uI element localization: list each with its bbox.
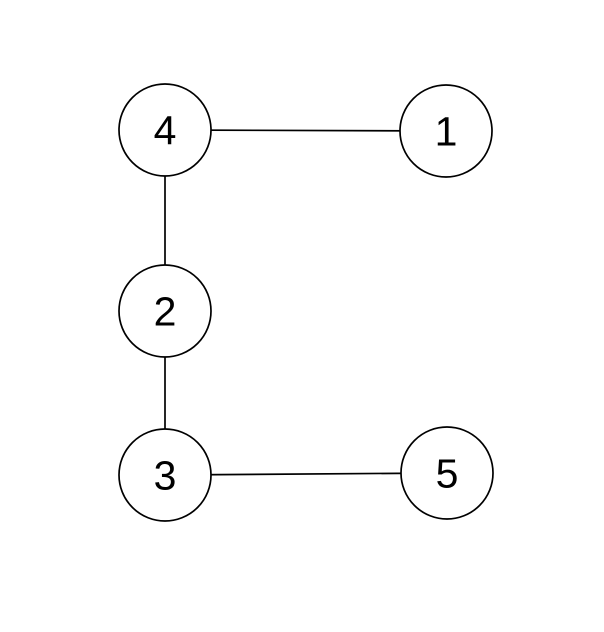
node-label-4: 4 — [154, 107, 177, 153]
node-label-3: 3 — [154, 452, 177, 498]
node-circle-2 — [118, 264, 212, 358]
node-circle-1 — [399, 84, 493, 178]
node-label-2: 2 — [154, 288, 177, 334]
graph-edge-3-5 — [164, 472, 448, 476]
graph-node-2: 2 — [118, 264, 212, 358]
node-circle-4 — [118, 83, 212, 177]
nodes-layer: 4 1 2 3 5 — [118, 83, 494, 522]
graph-node-1: 1 — [399, 84, 493, 178]
graph-node-4: 4 — [118, 83, 212, 177]
graph-node-3: 3 — [118, 428, 212, 522]
node-label-5: 5 — [436, 450, 459, 496]
graph-node-5: 5 — [400, 426, 494, 520]
node-label-1: 1 — [435, 108, 458, 154]
node-circle-5 — [400, 426, 494, 520]
node-circle-3 — [118, 428, 212, 522]
